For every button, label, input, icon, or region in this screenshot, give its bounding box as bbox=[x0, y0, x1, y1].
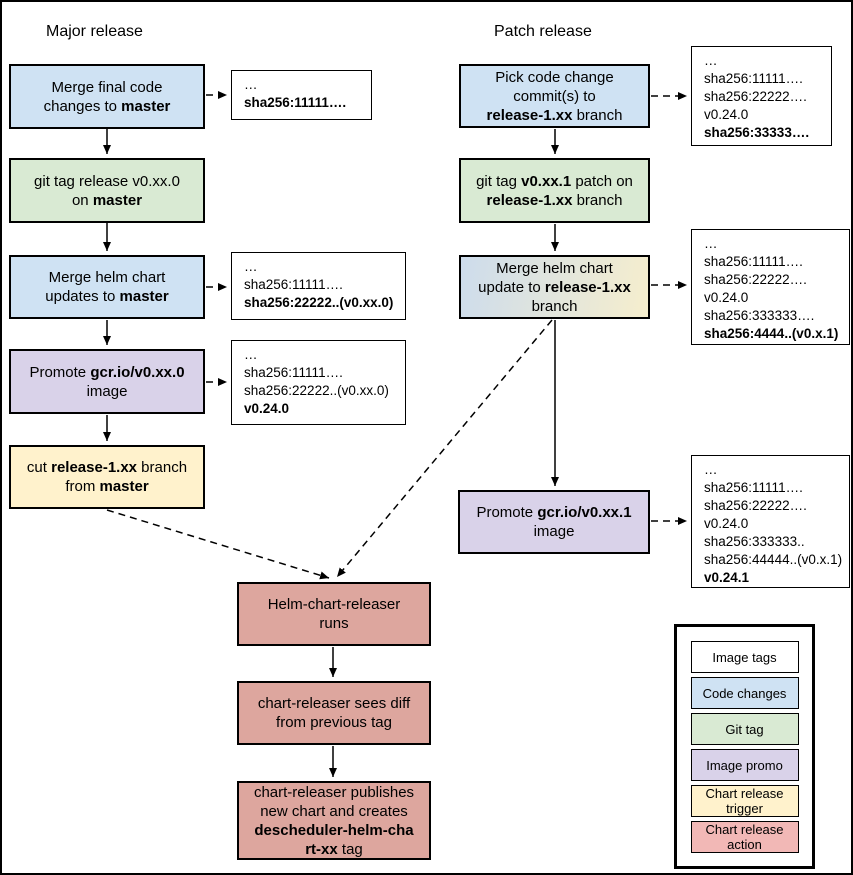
note-major-final-code-tags: …sha256:11111…. bbox=[231, 70, 372, 120]
note-major-promote-tags: …sha256:11111….sha256:22222..(v0.xx.0)v0… bbox=[231, 340, 406, 425]
note-major-helm-chart-tags: …sha256:11111….sha256:22222..(v0.xx.0) bbox=[231, 252, 406, 320]
legend-chart-release-action: Chart release action bbox=[690, 821, 799, 853]
patch-release-title: Patch release bbox=[494, 23, 592, 40]
edge-cut-branch-to-releaser bbox=[106, 509, 330, 580]
edge-patch-helm-to-releaser bbox=[336, 319, 553, 578]
major-release-title: Major release bbox=[46, 23, 143, 40]
legend-image-tags: Image tags bbox=[690, 641, 799, 673]
legend-image-promo: Image promo bbox=[690, 749, 799, 781]
legend-chart-release-trigger: Chart release trigger bbox=[690, 785, 799, 817]
legend-code-changes: Code changes bbox=[690, 677, 799, 709]
legend-git-tag: Git tag bbox=[690, 713, 799, 745]
